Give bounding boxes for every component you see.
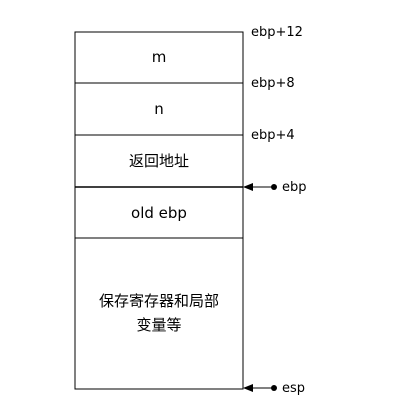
esp-pointer-label: esp xyxy=(282,381,305,396)
offset-ebp-plus-8: ebp+8 xyxy=(251,76,295,91)
esp-pointer-dot xyxy=(271,385,277,391)
stack-box xyxy=(74,31,244,390)
cell-saved-registers-label-line2: 变量等 xyxy=(136,316,181,334)
offset-ebp-plus-12: ebp+12 xyxy=(251,25,303,40)
offset-ebp-plus-4: ebp+4 xyxy=(251,128,295,143)
ebp-pointer-label: ebp xyxy=(282,180,307,195)
cell-n-label: n xyxy=(154,100,164,118)
cell-saved-registers-label-line1: 保存寄存器和局部 xyxy=(99,292,219,310)
ebp-pointer-dot xyxy=(271,184,277,190)
cell-old-ebp-label: old ebp xyxy=(131,204,187,222)
cell-m-label: m xyxy=(152,48,167,66)
cell-return-address-label: 返回地址 xyxy=(129,152,189,170)
